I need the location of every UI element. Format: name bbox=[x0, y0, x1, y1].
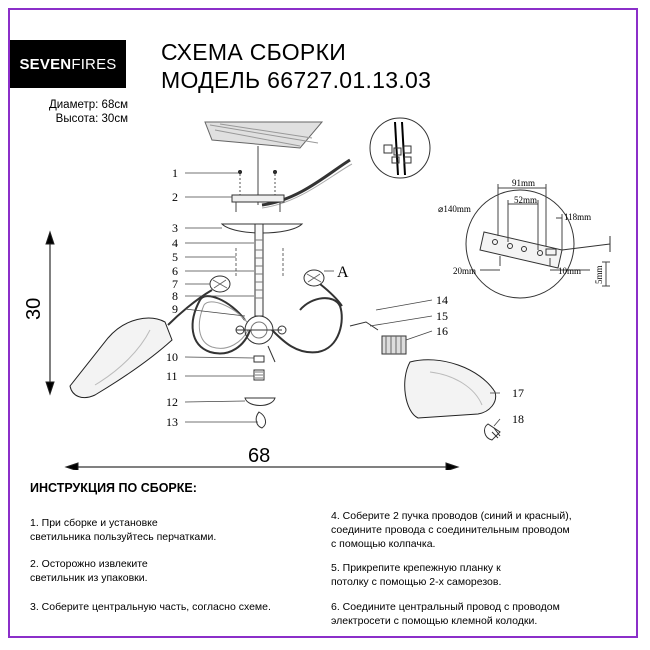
step-2-line-1: 2. Осторожно извлеките bbox=[30, 558, 148, 570]
instruction-step-6: 6. Соедините центральный провод с провод… bbox=[331, 600, 560, 628]
step-2-line-2: светильник из упаковки. bbox=[30, 572, 148, 584]
title-line-1: СХЕМА СБОРКИ bbox=[161, 39, 347, 65]
shade-left bbox=[69, 317, 173, 399]
plate-dim-5: 5mm bbox=[594, 265, 604, 284]
part-number-1: 1 bbox=[172, 166, 178, 180]
assembly-diagram: 1 2 3 4 5 6 7 8 9 10 11 12 13 14 15 16 1… bbox=[23, 117, 611, 470]
step-5-line-1: 5. Прикрепите крепежную планку к bbox=[331, 562, 501, 574]
plate-dimension-labels: ⌀140mm 91mm 52mm 118mm 20mm 10mm 5mm bbox=[438, 178, 604, 284]
part-number-4: 4 bbox=[172, 236, 178, 250]
height-dimension bbox=[45, 230, 55, 396]
plate-dim-91: 91mm bbox=[512, 178, 535, 188]
part-number-3: 3 bbox=[172, 221, 178, 235]
step-4-line-1: 4. Соберите 2 пучка проводов (синий и кр… bbox=[331, 510, 572, 522]
width-dimension-label: 68 bbox=[248, 445, 270, 467]
step-5-line-2: потолку с помощью 2-х саморезов. bbox=[331, 576, 502, 588]
document-title: СХЕМА СБОРКИ МОДЕЛЬ 66727.01.13.03 bbox=[161, 38, 431, 94]
part-number-14: 14 bbox=[436, 293, 448, 307]
spec-diameter: Диаметр: 68см bbox=[48, 99, 128, 111]
part-number-16: 16 bbox=[436, 324, 448, 338]
part-number-11: 11 bbox=[166, 369, 178, 383]
step-1-line-2: светильника пользуйтесь перчатками. bbox=[30, 531, 217, 543]
spec-list: Диаметр: 68см Высота: 30см bbox=[14, 98, 128, 126]
plate-dim-118: 118mm bbox=[564, 212, 591, 222]
part-number-8: 8 bbox=[172, 289, 178, 303]
instruction-step-3: 3. Соберите центральную часть, согласно … bbox=[30, 600, 271, 614]
mounting-plate-detail bbox=[465, 184, 611, 299]
bulb-18 bbox=[484, 423, 501, 441]
step-6-line-2: электросети с помощью клемной колодки. bbox=[331, 615, 538, 627]
part-number-17: 17 bbox=[512, 386, 524, 400]
part-number-13: 13 bbox=[166, 415, 178, 429]
ceiling-hatch bbox=[204, 121, 324, 149]
instruction-step-4: 4. Соберите 2 пучка проводов (синий и кр… bbox=[331, 509, 572, 551]
part-number-7: 7 bbox=[172, 277, 178, 291]
step-4-line-2: соедините провода с соединительным прово… bbox=[331, 524, 570, 536]
instructions-heading: ИНСТРУКЦИЯ ПО СБОРКЕ: bbox=[30, 481, 197, 495]
brand-logo-light: FIRES bbox=[71, 55, 117, 73]
part-numbers: 1 2 3 4 5 6 7 8 9 10 11 12 13 14 15 16 1… bbox=[166, 166, 524, 429]
leader-lines bbox=[184, 172, 501, 427]
plate-dim-20: 20mm bbox=[453, 266, 476, 276]
part-number-6: 6 bbox=[172, 264, 178, 278]
spec-height: Высота: 30см bbox=[55, 113, 128, 125]
plate-dim-10: 10mm bbox=[558, 266, 581, 276]
height-dimension-label: 30 bbox=[23, 298, 45, 320]
instruction-step-1: 1. При сборке и установке светильника по… bbox=[30, 516, 216, 544]
part-number-9: 9 bbox=[172, 302, 178, 316]
plate-dim-diameter: ⌀140mm bbox=[438, 204, 471, 214]
step-6-line-1: 6. Соедините центральный провод с провод… bbox=[331, 601, 560, 613]
instruction-step-5: 5. Прикрепите крепежную планку к потолку… bbox=[331, 561, 501, 589]
width-dimension bbox=[64, 462, 460, 470]
part-number-10: 10 bbox=[166, 350, 178, 364]
plate-dim-52: 52mm bbox=[514, 195, 537, 205]
instruction-step-2: 2. Осторожно извлеките светильник из упа… bbox=[30, 557, 148, 585]
part-number-18: 18 bbox=[512, 412, 524, 426]
part-number-15: 15 bbox=[436, 309, 448, 323]
step-4-line-3: с помощью колпачка. bbox=[331, 538, 436, 550]
part-number-5: 5 bbox=[172, 250, 178, 264]
page-border bbox=[8, 8, 638, 638]
wire-detail-zoom bbox=[369, 117, 431, 179]
part-number-2: 2 bbox=[172, 190, 178, 204]
detail-label-a: A bbox=[337, 264, 349, 281]
brand-logo-bold: SEVEN bbox=[19, 55, 72, 73]
step-3-line-1: 3. Соберите центральную часть, согласно … bbox=[30, 601, 271, 613]
shade-right bbox=[404, 359, 497, 419]
title-line-2: МОДЕЛЬ 66727.01.13.03 bbox=[161, 67, 432, 93]
bulb-left bbox=[209, 275, 231, 293]
step-1-line-1: 1. При сборке и установке bbox=[30, 517, 158, 529]
part-number-12: 12 bbox=[166, 395, 178, 409]
bulb-right bbox=[303, 269, 325, 287]
